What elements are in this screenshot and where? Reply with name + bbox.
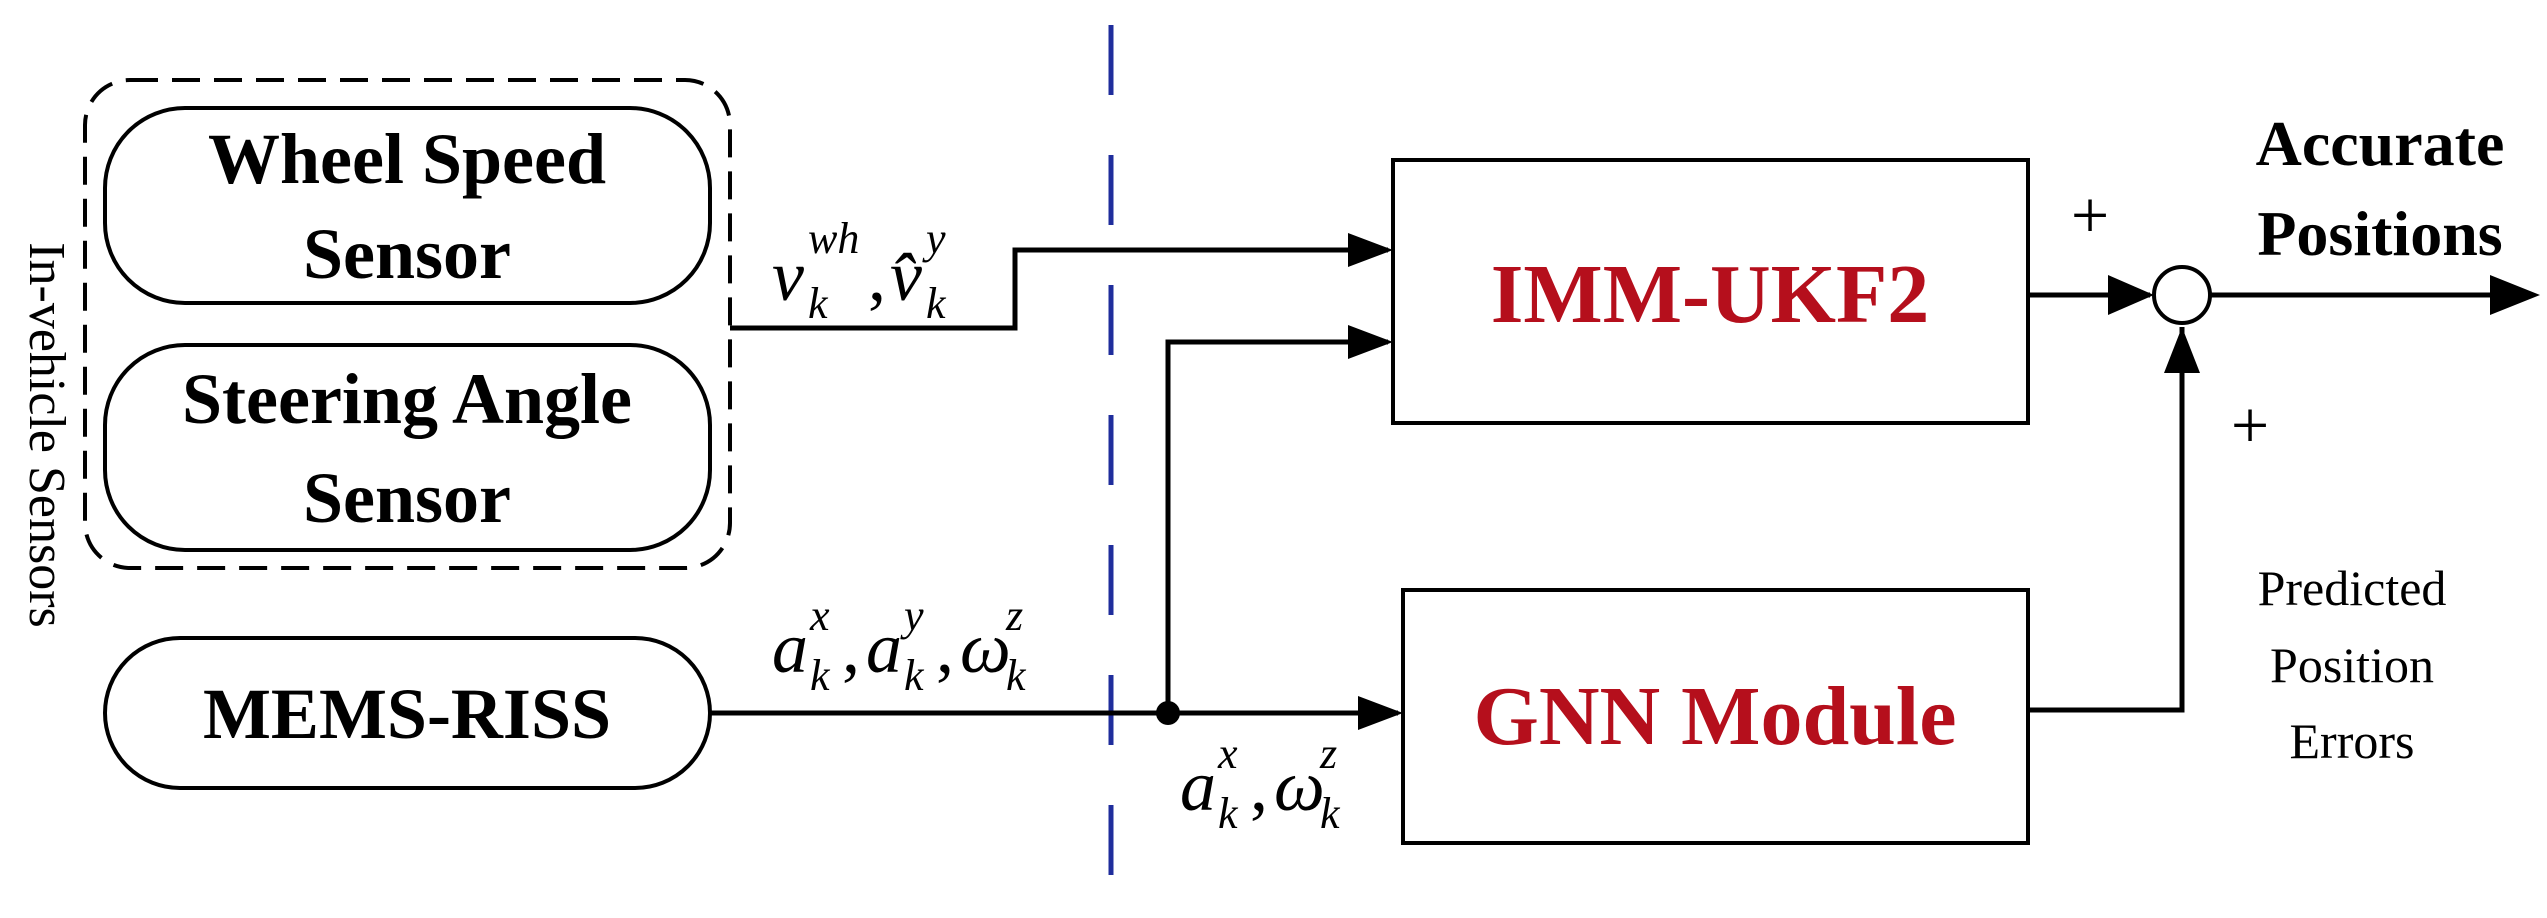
comma-1: , [868, 236, 886, 316]
steering-angle-line1: Steering Angle [182, 359, 632, 439]
comma-4: , [1250, 746, 1268, 826]
steering-angle-sensor-node: Steering Angle Sensor [103, 343, 712, 552]
wz-superscript: z [1005, 591, 1023, 640]
plus-sign-bottom: + [2231, 387, 2269, 463]
arrowhead-imm-top [1348, 233, 1393, 267]
arrowhead-output [2490, 275, 2540, 315]
comma-2: , [842, 608, 860, 688]
in-vehicle-sensors-group [83, 78, 732, 570]
error-label-line3: Errors [2290, 713, 2415, 769]
vhat-symbol: v̂ [890, 236, 922, 316]
edge-branch-to-imm [1165, 339, 1388, 713]
vhat-superscript: y [922, 214, 946, 263]
ay-symbol: a [866, 608, 902, 688]
ax-superscript: x [809, 591, 830, 640]
plus-sign-top: + [2071, 177, 2109, 253]
arrowhead-gnn [1358, 696, 1403, 730]
gnn-wz-subscript: k [1320, 789, 1341, 838]
ay-superscript: y [900, 591, 924, 640]
output-label-line2: Positions [2257, 198, 2502, 269]
wheel-speed-sensor-node: Wheel Speed Sensor [103, 106, 712, 305]
error-label-line1: Predicted [2258, 560, 2447, 616]
edge-sensors-to-imm [730, 245, 1389, 331]
arrowhead-sum-bottom [2164, 327, 2200, 373]
wheel-speed-line2: Sensor [303, 214, 511, 294]
gnn-inputs-label: a k x , ω k z [1180, 729, 1341, 838]
vehicle-signals-label: v k wh , v̂ k y [772, 214, 947, 328]
edge-gnn-to-sum [2028, 327, 2185, 713]
branch-junction-dot [1156, 701, 1180, 725]
imm-ukf2-label: IMM-UKF2 [1491, 248, 1930, 341]
gnn-ax-subscript: k [1218, 789, 1239, 838]
in-vehicle-sensors-label: In-vehicle Sensors [18, 242, 75, 628]
wz-symbol: ω [960, 608, 1011, 688]
mems-riss-node: MEMS-RISS [103, 636, 712, 790]
gnn-wz-superscript: z [1319, 729, 1337, 778]
gnn-wz-symbol: ω [1274, 746, 1325, 826]
gnn-module-label: GNN Module [1474, 670, 1957, 763]
mems-riss-label: MEMS-RISS [203, 674, 611, 754]
riss-signals-label: a k x , a k y , ω k z [772, 591, 1027, 700]
v-subscript: k [808, 279, 829, 328]
vhat-subscript: k [926, 279, 947, 328]
ax-symbol: a [772, 608, 808, 688]
summing-junction [2152, 265, 2212, 325]
arrowhead-sum-left [2108, 275, 2154, 315]
imm-ukf2-node: IMM-UKF2 [1391, 158, 2030, 425]
gnn-module-node: GNN Module [1401, 588, 2030, 845]
ax-subscript: k [810, 651, 831, 700]
steering-angle-line2: Sensor [303, 458, 511, 538]
output-label-line1: Accurate [2256, 108, 2505, 179]
v-superscript: wh [808, 214, 859, 263]
arrowhead-imm-bottom [1348, 325, 1393, 359]
error-label-line2: Position [2270, 637, 2434, 693]
wz-subscript: k [1006, 651, 1027, 700]
gnn-ax-symbol: a [1180, 746, 1216, 826]
wheel-speed-line1: Wheel Speed [208, 119, 606, 199]
gnn-ax-superscript: x [1217, 729, 1238, 778]
v-symbol: v [772, 236, 804, 316]
ay-subscript: k [904, 651, 925, 700]
comma-3: , [936, 608, 954, 688]
